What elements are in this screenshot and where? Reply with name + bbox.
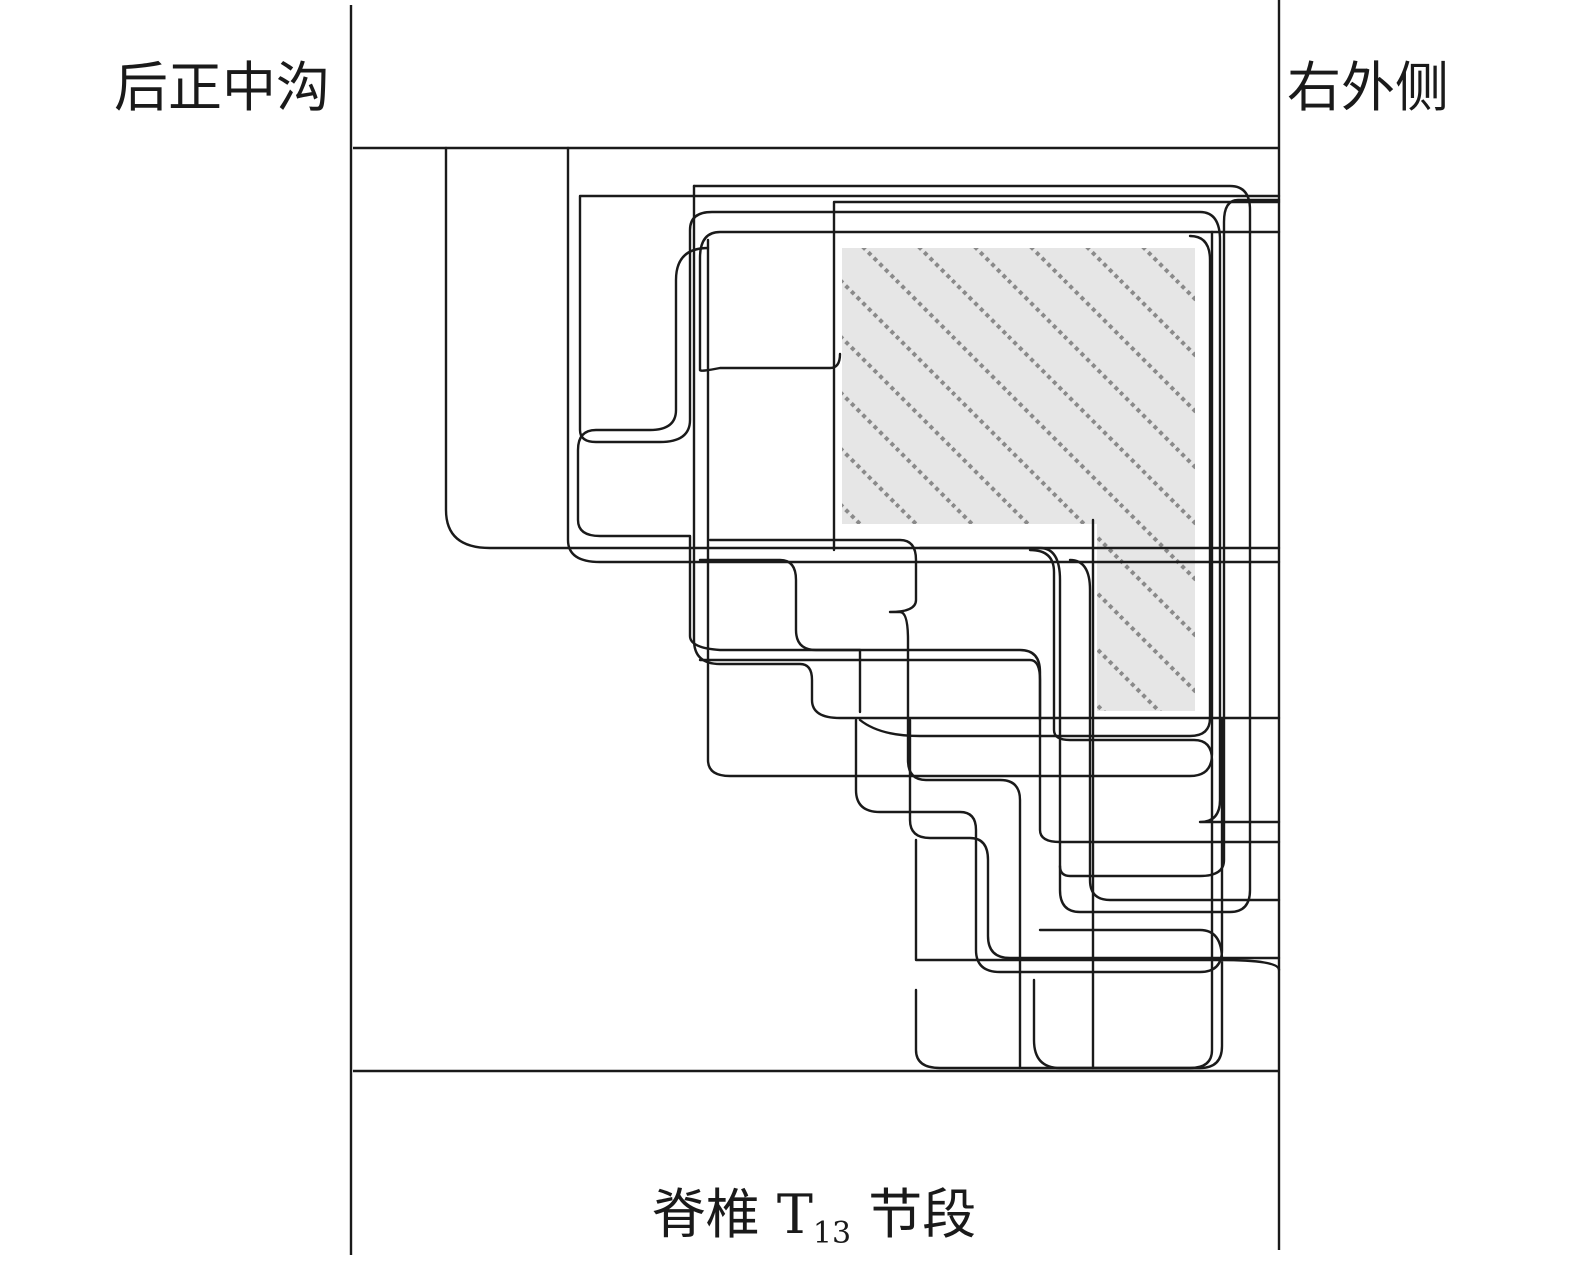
outline-11 (708, 538, 1022, 1070)
outline-14 (914, 838, 1281, 1070)
outline-5 (692, 184, 1281, 720)
bottom-label-suffix: 节段 (851, 1183, 976, 1246)
bottom-label-subscript: 13 (813, 1216, 851, 1251)
outline-20 (698, 658, 1281, 844)
outline-9 (706, 230, 1214, 778)
bottom-label-prefix: 脊椎 T (652, 1183, 813, 1246)
outline-7 (698, 230, 1281, 372)
outline-17 (1068, 558, 1281, 902)
outline-6 (832, 200, 1281, 552)
outline-15 (1028, 548, 1214, 1070)
right-label: 右外侧 (1287, 56, 1449, 119)
outline-10 (698, 558, 1042, 722)
outline-3 (578, 194, 1281, 824)
outline-4 (692, 184, 1252, 914)
bottom-label: 脊椎 T13 节段 (652, 1183, 977, 1251)
hatched-region (842, 248, 1195, 711)
frame (349, 0, 1281, 1255)
outline-13 (908, 718, 1281, 960)
outline-1 (444, 146, 1281, 550)
outline-18 (858, 234, 1212, 738)
outline-8 (576, 246, 862, 714)
left-label: 后正中沟 (114, 56, 330, 119)
outline-2 (566, 146, 1281, 564)
outline-19 (1058, 198, 1281, 878)
receptive-field-outlines (444, 146, 1281, 1070)
